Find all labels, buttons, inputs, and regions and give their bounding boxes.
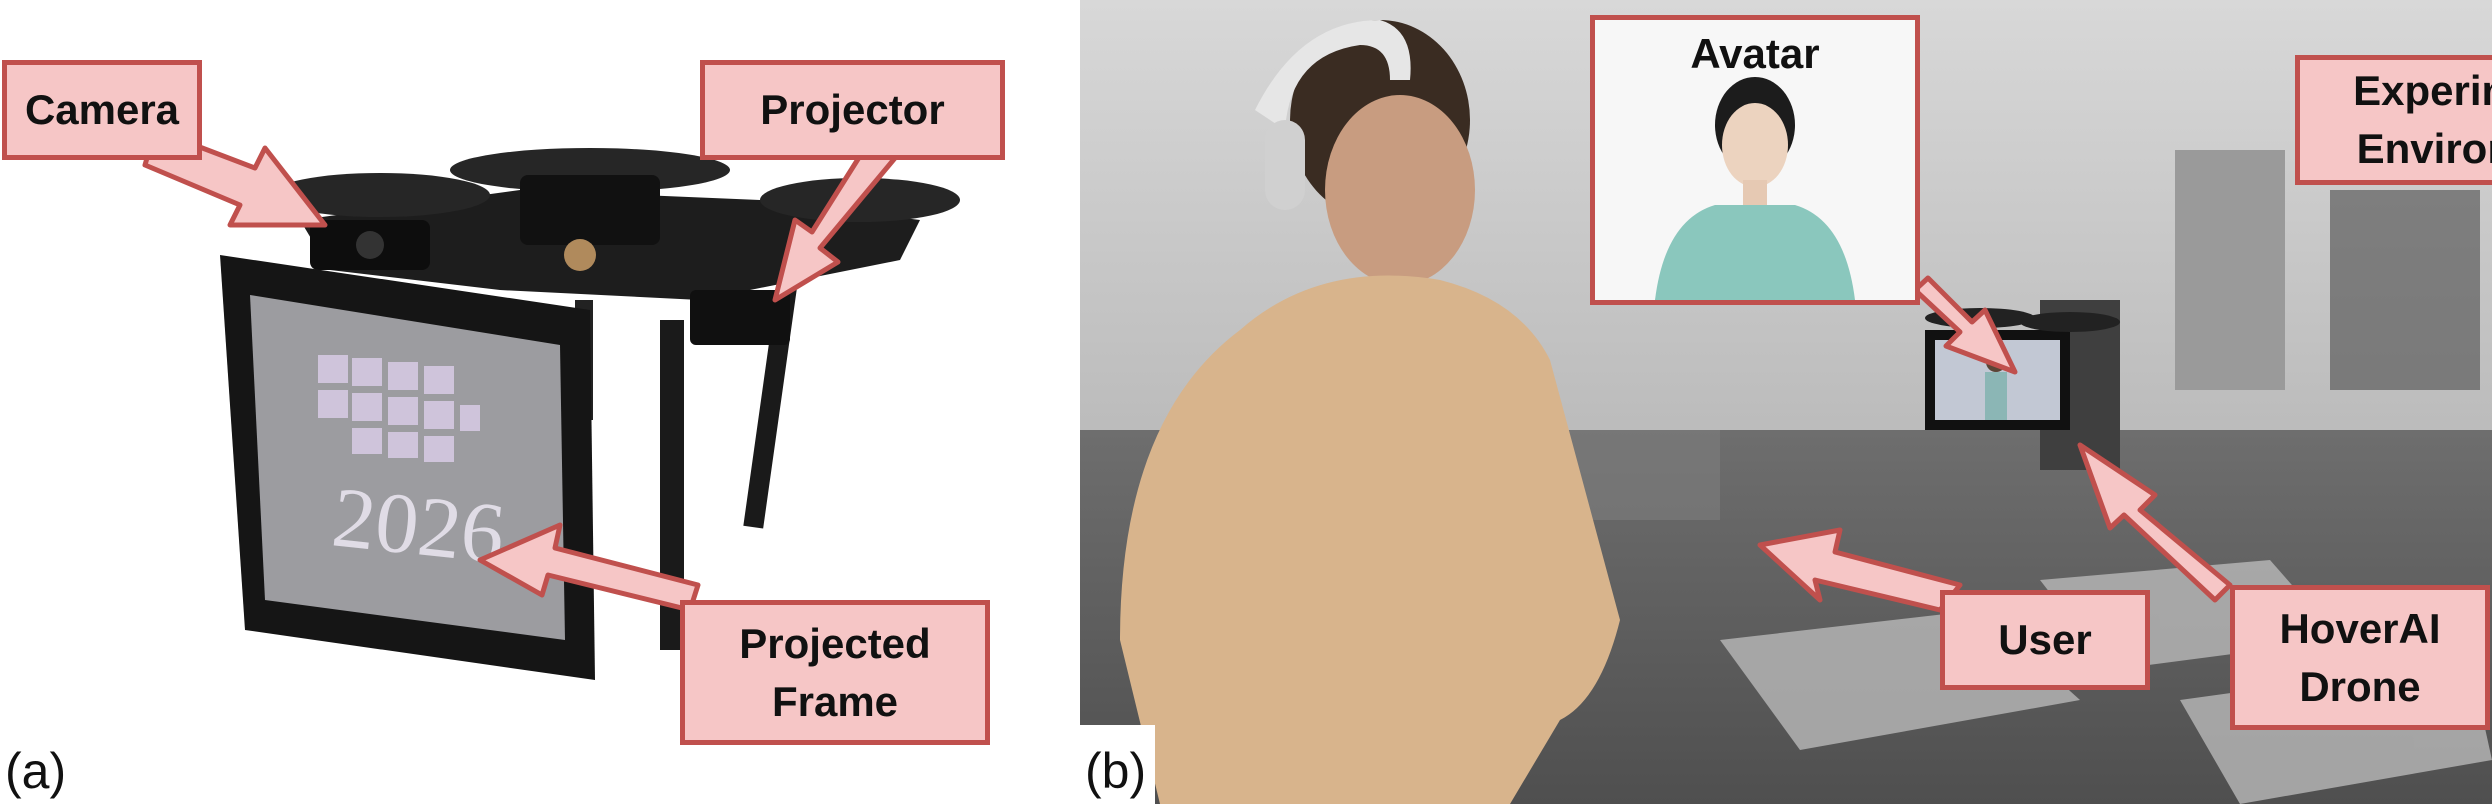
panel-b: Avatar Experimental Environment User Hov… — [1080, 0, 2492, 804]
environment-photo — [1080, 0, 2492, 804]
propeller-guard — [450, 148, 730, 192]
shelf — [2175, 150, 2285, 390]
projector-label: Projector — [700, 60, 1005, 160]
panel-a: 2026 Camera Projector Projected Frame (a… — [0, 0, 1060, 804]
user-label: User — [1940, 590, 2150, 690]
drone-core — [520, 175, 660, 245]
avatar-figure — [1655, 77, 1855, 300]
drone-projector — [690, 290, 790, 345]
projected-frame-label: Projected Frame — [680, 600, 990, 745]
user-face — [1325, 95, 1475, 285]
panel-b-letter: (b) — [1085, 743, 1147, 799]
hoverai-drone-label: HoverAI Drone — [2230, 585, 2490, 730]
projection-screen — [250, 295, 565, 640]
projected-year-text: 2026 — [328, 468, 509, 581]
camera-label: Camera — [2, 60, 202, 160]
avatar-label: Avatar — [1690, 30, 1820, 77]
panel-a-letter: (a) — [5, 743, 67, 799]
user-shirt — [1120, 275, 1620, 804]
headphones — [1255, 20, 1411, 130]
experimental-environment-label: Experimental Environment — [2295, 55, 2492, 185]
avatar-inset: Avatar — [1590, 15, 1920, 305]
